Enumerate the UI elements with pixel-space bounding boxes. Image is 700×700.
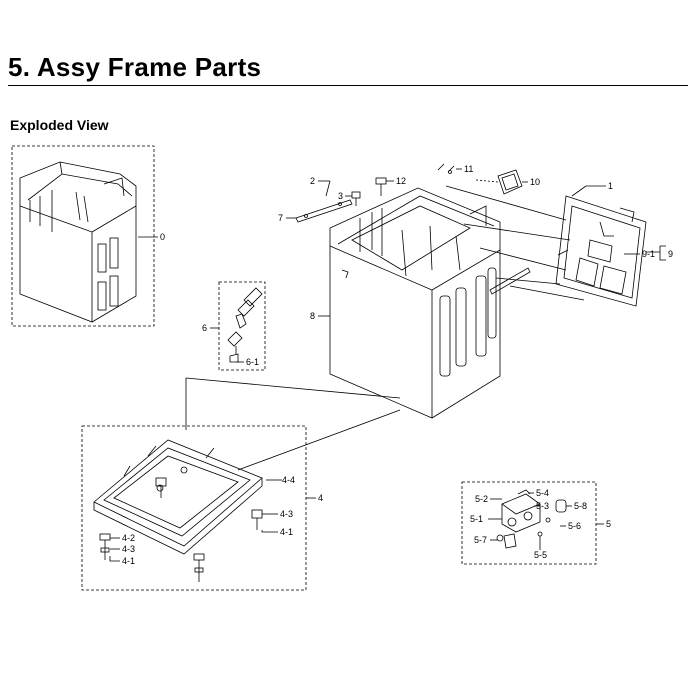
part-6-drawing — [227, 287, 263, 363]
base-frame-drawing — [93, 439, 263, 555]
callout-5-6: 5-6 — [568, 521, 581, 531]
leader-9 — [646, 245, 666, 261]
callout-4-3-left: 4-3 — [122, 544, 135, 554]
callout-9-1: 9-1 — [642, 249, 655, 259]
callout-4-1-left: 4-1 — [122, 556, 135, 566]
part-11-drawing — [437, 163, 455, 174]
callout-3: 3 — [338, 191, 343, 201]
foot-right-drawing — [251, 509, 263, 530]
callout-1: 1 — [608, 181, 613, 191]
side-bracket-drawing — [489, 267, 531, 295]
section-subtitle: Exploded View — [10, 117, 109, 133]
leader-1b — [571, 185, 587, 197]
callout-7: 7 — [278, 213, 283, 223]
part-6-box — [218, 281, 266, 371]
part-4-box — [81, 425, 307, 591]
foot-left-drawing — [99, 533, 111, 560]
page-title: 5. Assy Frame Parts — [8, 52, 262, 82]
callout-5-8: 5-8 — [574, 501, 587, 511]
callout-4-4: 4-4 — [282, 475, 295, 485]
callout-5: 5 — [606, 519, 611, 529]
back-panel-drawing — [555, 195, 647, 307]
callout-6-1: 6-1 — [246, 357, 259, 367]
callout-5-2: 5-2 — [475, 494, 488, 504]
assembly-guide-lines-base — [185, 377, 401, 471]
callout-5-3: 5-3 — [536, 501, 549, 511]
leader-4-1-right — [261, 530, 278, 533]
callout-4-1-right: 4-1 — [280, 527, 293, 537]
title-rule — [8, 85, 688, 86]
callout-12: 12 — [396, 176, 406, 186]
part-5-box — [461, 481, 597, 565]
screw-3-drawing — [351, 191, 361, 206]
callout-4-3-right: 4-3 — [280, 509, 293, 519]
callout-5-7: 5-7 — [474, 535, 487, 545]
callout-10: 10 — [530, 177, 540, 187]
callout-2: 2 — [310, 176, 315, 186]
leader-4-1-left — [109, 556, 120, 562]
callout-8: 8 — [310, 311, 315, 321]
callout-5-4: 5-4 — [536, 488, 549, 498]
foot-front-drawing — [193, 553, 205, 582]
assembly-guide-lines-back — [445, 185, 585, 301]
assembled-cabinet-drawing — [11, 145, 155, 327]
callout-0: 0 — [160, 232, 165, 242]
callout-9: 9 — [668, 249, 673, 259]
water-valve-drawing — [496, 489, 567, 549]
cabinet-frame-drawing — [329, 187, 501, 419]
part-10-drawing — [475, 169, 523, 195]
clip-12-drawing — [375, 177, 387, 196]
callout-11: 11 — [464, 164, 473, 174]
callout-4-2: 4-2 — [122, 533, 135, 543]
callout-6: 6 — [202, 323, 207, 333]
callout-5-1: 5-1 — [470, 514, 483, 524]
top-rail-drawing — [295, 199, 353, 223]
callout-5-5: 5-5 — [534, 550, 547, 560]
callout-4: 4 — [318, 493, 323, 503]
foot-mid-drawing — [155, 477, 167, 498]
